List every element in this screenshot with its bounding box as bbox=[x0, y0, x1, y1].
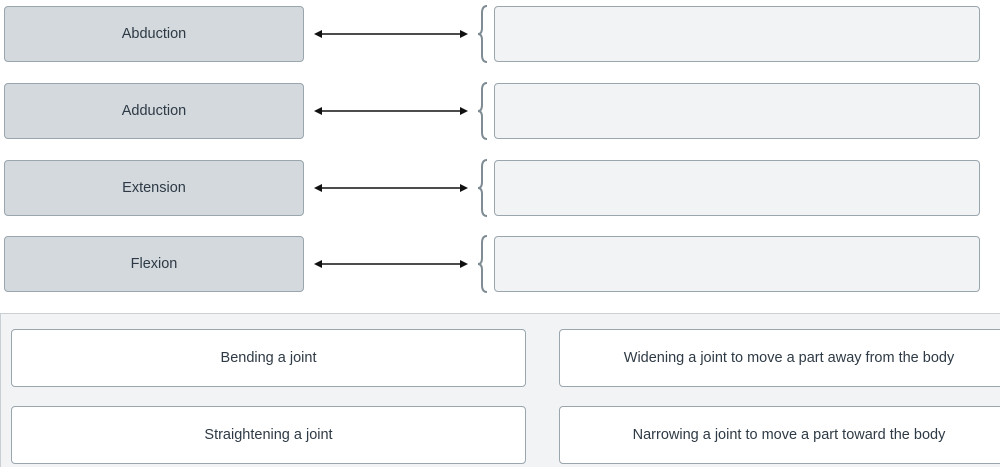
drop-zone-abduction[interactable] bbox=[494, 6, 980, 62]
term-label: Flexion bbox=[130, 256, 178, 272]
term-extension: Extension bbox=[4, 160, 304, 216]
double-arrow-icon bbox=[314, 30, 468, 38]
answer-bank: Bending a joint Widening a joint to move… bbox=[0, 313, 1000, 467]
choice-label: Widening a joint to move a part away fro… bbox=[623, 350, 955, 366]
choice-bending-a-joint[interactable]: Bending a joint bbox=[11, 329, 526, 387]
choice-straightening-a-joint[interactable]: Straightening a joint bbox=[11, 406, 526, 464]
choice-widening-a-joint[interactable]: Widening a joint to move a part away fro… bbox=[559, 329, 1000, 387]
double-arrow-icon bbox=[314, 107, 468, 115]
brace-icon bbox=[477, 82, 488, 140]
drop-zone-extension[interactable] bbox=[494, 160, 980, 216]
term-label: Extension bbox=[122, 180, 186, 196]
term-label: Abduction bbox=[121, 26, 187, 42]
choice-narrowing-a-joint[interactable]: Narrowing a joint to move a part toward … bbox=[559, 406, 1000, 464]
brace-icon bbox=[477, 5, 488, 63]
drop-zone-flexion[interactable] bbox=[494, 236, 980, 292]
choice-label: Straightening a joint bbox=[204, 427, 333, 443]
double-arrow-icon bbox=[314, 260, 468, 268]
term-label: Adduction bbox=[121, 103, 187, 119]
term-flexion: Flexion bbox=[4, 236, 304, 292]
double-arrow-icon bbox=[314, 184, 468, 192]
choice-label: Narrowing a joint to move a part toward … bbox=[632, 427, 946, 443]
term-abduction: Abduction bbox=[4, 6, 304, 62]
term-adduction: Adduction bbox=[4, 83, 304, 139]
drop-zone-adduction[interactable] bbox=[494, 83, 980, 139]
brace-icon bbox=[477, 235, 488, 293]
brace-icon bbox=[477, 159, 488, 217]
choice-label: Bending a joint bbox=[220, 350, 317, 366]
